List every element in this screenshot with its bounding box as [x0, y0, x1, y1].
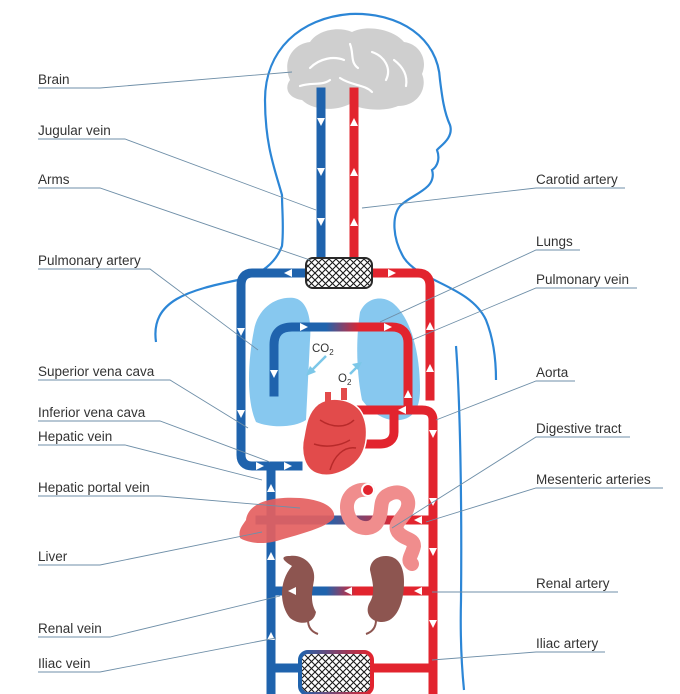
- renal-blend: [326, 586, 356, 596]
- lower-capillary-net: [298, 650, 374, 694]
- label-pulmonary-vein: Pulmonary vein: [536, 272, 629, 287]
- pulmonary-artery-vessel: [269, 322, 335, 397]
- label-arms: Arms: [38, 172, 70, 187]
- label-liver: Liver: [38, 549, 68, 564]
- co2-label: CO2: [312, 343, 334, 357]
- liver: [239, 497, 335, 544]
- heart: [301, 388, 368, 476]
- arm-outline: [454, 345, 466, 691]
- right-labels: Carotid artery Lungs Pulmonary vein Aort…: [536, 172, 651, 651]
- left-kidney: [282, 555, 319, 635]
- label-lungs: Lungs: [536, 234, 573, 249]
- label-brain: Brain: [38, 72, 70, 87]
- upper-body-vein: [236, 268, 311, 471]
- label-inferior-vena-cava: Inferior vena cava: [38, 405, 146, 420]
- label-hepatic-vein: Hepatic vein: [38, 429, 112, 444]
- label-superior-vena-cava: Superior vena cava: [38, 364, 155, 379]
- brain-folds: [298, 42, 408, 94]
- label-jugular-vein: Jugular vein: [38, 123, 111, 138]
- label-digestive-tract: Digestive tract: [536, 421, 622, 436]
- leader-lines: [38, 71, 663, 673]
- o2-label: O2: [338, 373, 352, 387]
- pulmonary-vein-vessel: [351, 322, 413, 408]
- label-mesenteric-arteries: Mesenteric arteries: [536, 472, 651, 487]
- body-outline: [154, 12, 498, 381]
- label-iliac-vein: Iliac vein: [38, 656, 91, 671]
- pulmonary-blend: [326, 322, 360, 332]
- upper-capillary-net: [305, 257, 373, 289]
- aorta-arch: [341, 405, 438, 694]
- right-kidney: [365, 556, 404, 635]
- label-aorta: Aorta: [536, 365, 569, 380]
- mesenteric-node: [361, 483, 375, 497]
- intestines: [340, 482, 422, 571]
- label-pulmonary-artery: Pulmonary artery: [38, 253, 141, 268]
- label-iliac-artery: Iliac artery: [536, 636, 599, 651]
- left-lung: [249, 297, 311, 427]
- label-carotid-artery: Carotid artery: [536, 172, 618, 187]
- gas-exchange: [306, 355, 362, 376]
- flow-arrows: [237, 118, 437, 640]
- label-renal-artery: Renal artery: [536, 576, 610, 591]
- left-labels: Brain Jugular vein Arms Pulmonary artery…: [38, 72, 155, 671]
- aorta-to-heart: [345, 405, 399, 449]
- label-hepatic-portal-vein: Hepatic portal vein: [38, 480, 150, 495]
- label-renal-vein: Renal vein: [38, 621, 102, 636]
- upper-body-artery: [367, 268, 435, 401]
